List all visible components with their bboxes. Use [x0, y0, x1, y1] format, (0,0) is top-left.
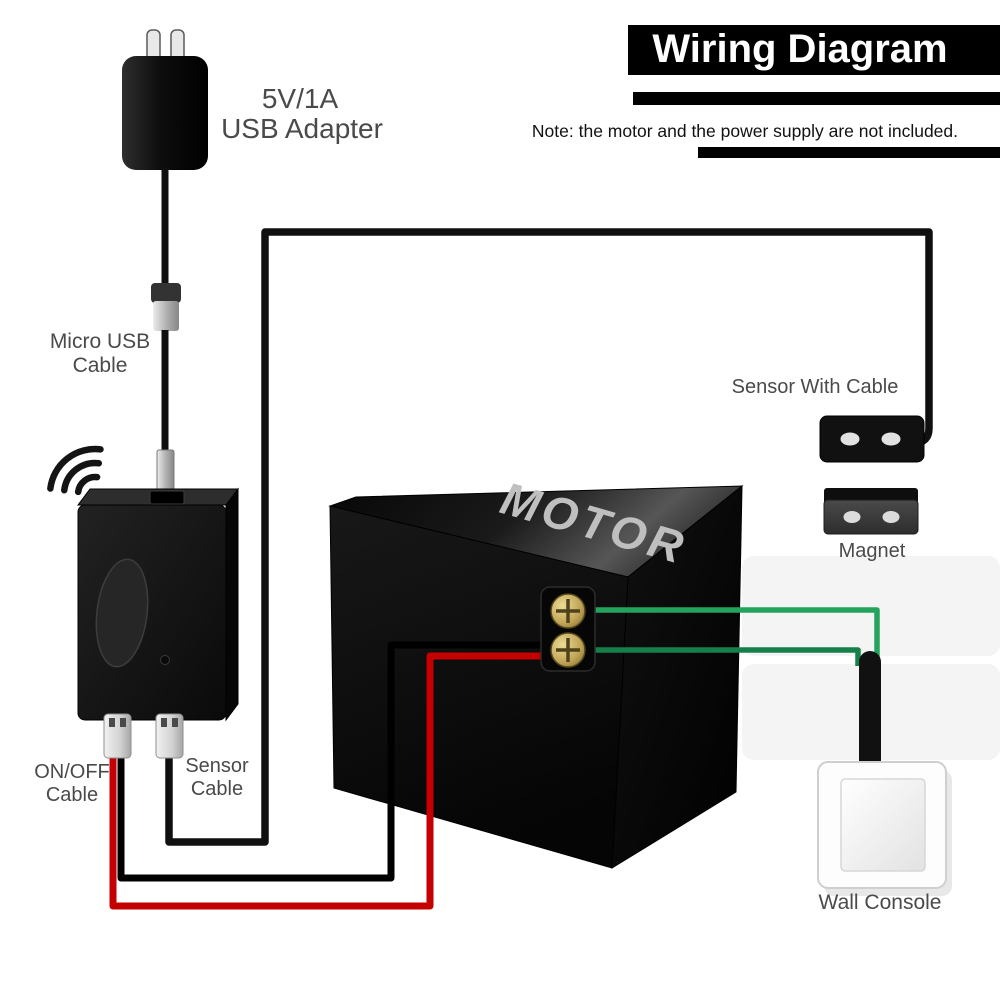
- wall-console: [817, 761, 952, 896]
- note-text: Note: the motor and the power supply are…: [532, 121, 958, 141]
- adapter-name-label: USB Adapter: [221, 113, 383, 144]
- device-right-face: [225, 487, 239, 722]
- status-led: [160, 655, 170, 665]
- sensor-hole-right: [881, 432, 901, 446]
- page-title: Wiring Diagram: [652, 27, 947, 71]
- wall-console-label: Wall Console: [819, 891, 942, 914]
- onoff-connector: [103, 713, 132, 759]
- micro-usb-label-2: Cable: [73, 354, 128, 377]
- micro-usb-plug: [156, 449, 175, 493]
- device-capsule-button: [95, 558, 149, 668]
- sensor-with-cable-label: Sensor With Cable: [732, 376, 899, 398]
- sensor-hole-left: [840, 432, 860, 446]
- wire-green-top: [578, 607, 880, 666]
- wire-onoff-black: [117, 641, 552, 882]
- wire-green-bottom: [578, 647, 861, 666]
- magnet-label: Magnet: [839, 540, 906, 562]
- console-button: [840, 778, 926, 872]
- magnet-hole-right: [882, 511, 900, 523]
- onoff-label-1: ON/OFF: [34, 761, 110, 783]
- terminal-screw-top: [550, 593, 586, 629]
- micro-usb-connector-body: [153, 301, 179, 331]
- divider-bar-bottom: [698, 147, 1000, 158]
- onoff-label-2: Cable: [46, 784, 98, 806]
- wire-onoff-red: [109, 652, 552, 910]
- smart-switch-device: [77, 487, 239, 759]
- magnet-block: [823, 488, 919, 535]
- sensor-cable-label-1: Sensor: [185, 755, 249, 777]
- sensor-cable-label-2: Cable: [191, 778, 243, 800]
- sensor-bracket: [819, 415, 925, 463]
- micro-usb-connector: [151, 283, 181, 303]
- divider-bar-top: [633, 92, 1000, 105]
- device-usb-port: [149, 490, 185, 505]
- title-bar: [628, 25, 1000, 75]
- terminal-block: [540, 586, 596, 672]
- usb-adapter: [122, 29, 208, 170]
- magnet-hole-left: [843, 511, 861, 523]
- sensor-connector: [155, 713, 184, 759]
- adapter-body: [122, 56, 208, 170]
- power-cable: [151, 168, 181, 493]
- adapter-spec-label: 5V/1A: [262, 83, 339, 114]
- terminal-screw-bottom: [550, 632, 586, 668]
- micro-usb-label-1: Micro USB: [50, 330, 150, 353]
